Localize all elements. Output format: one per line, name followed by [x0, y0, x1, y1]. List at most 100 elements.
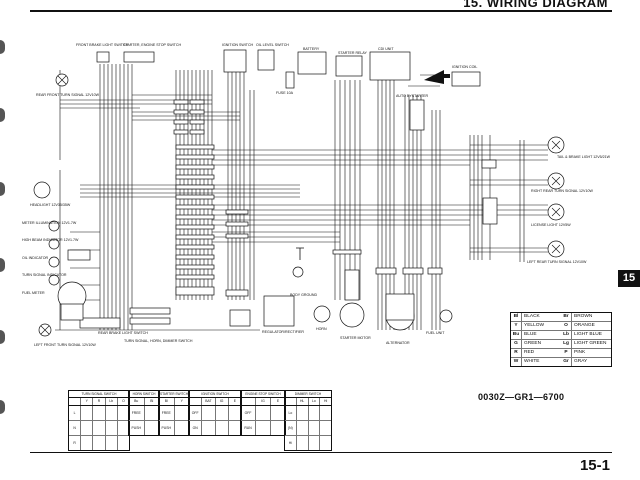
switch-row-cell: OFF [189, 406, 203, 420]
switch-row-cell: PUSH [129, 421, 145, 435]
legend-color-name: LIGHT GREEN [574, 341, 607, 346]
switch-row-cell [81, 436, 94, 450]
switch-header-cell: Lb [106, 398, 118, 405]
connector-blocks [79, 71, 498, 329]
switch-table-title: IGNITION SWITCH [189, 391, 241, 398]
switch-table-row: FREE [159, 406, 189, 421]
section-tab: 15 [618, 270, 640, 287]
legend-color-name: ORANGE [574, 323, 595, 328]
switch-row-cell: PUSH [159, 421, 175, 435]
switch-header-cell [69, 398, 82, 405]
label-starter-engine-stop: STARTER, ENGINE STOP SWITCH [123, 43, 181, 47]
legend-code: Bl [511, 313, 522, 321]
label-left-rear-turn: LEFT REAR TURN SIGNAL 12V10W [527, 260, 587, 264]
label-starter-motor: STARTER MOTOR [340, 336, 371, 340]
switch-row-cell: RUN [241, 421, 256, 435]
switch-header-cell [241, 398, 256, 405]
legend-color-name: BLUE [524, 332, 537, 337]
switch-row-cell: R [69, 436, 82, 450]
switch-row-cell [256, 421, 271, 435]
label-ignition-coil: IGNITION COIL [452, 65, 477, 69]
switch-row-cell [297, 406, 309, 420]
switch-row-cell [309, 406, 321, 420]
switch-row-cell [216, 421, 229, 435]
switch-table-row: N [69, 421, 129, 436]
switch-header-cell: HL [297, 398, 309, 405]
switch-header-cell: Bl [150, 399, 154, 403]
switch-header-cell: O [122, 399, 125, 403]
document-code: 0030Z—GR1—6700 [478, 392, 565, 402]
switch-row-cell [297, 421, 309, 435]
switch-header-cell: Lo [309, 398, 321, 405]
page-number: 15-1 [579, 457, 610, 474]
switch-row-cell [271, 421, 285, 435]
page-title: 15. WIRING DIAGRAM [463, 0, 608, 10]
label-meter-illum: METER ILLUMINATION 12V1.7W [22, 221, 77, 225]
horizontal-runs [55, 70, 548, 331]
legend-color-name: LIGHT BLUE [574, 332, 602, 337]
legend-code: R [511, 349, 522, 357]
switch-table-title: DIMMER SWITCH [285, 391, 331, 398]
switch-table-row: OFF [241, 406, 285, 421]
legend-color-name: GRAY [574, 359, 588, 364]
switch-row-cell: L [69, 406, 82, 420]
binder-hole [0, 400, 5, 414]
bottom-rule [30, 452, 612, 453]
label-fuse: FUSE 10A [276, 91, 294, 95]
label-horn: HORN [316, 327, 327, 331]
label-cdi: CDI UNIT [378, 47, 394, 51]
switch-row-cell [93, 436, 106, 450]
switch-table-title: HORN SWITCH [129, 391, 159, 398]
switch-table-row: ON [189, 421, 241, 435]
switch-header-cell [285, 398, 297, 405]
label-starter-relay: STARTER RELAY [338, 51, 368, 55]
label-license: LICENSE LIGHT 12V5W [531, 223, 571, 227]
legend-color-name: BLACK [524, 314, 540, 319]
label-oil-indicator: OIL INDICATOR [22, 256, 48, 260]
switch-row-cell: ON [189, 421, 203, 435]
legend-color-name: BROWN [574, 314, 593, 319]
switch-table-header: Bu Bl [129, 398, 159, 406]
switch-table-row: OFF [189, 406, 241, 421]
label-headlight: HEADLIGHT 12V35/35W [30, 203, 71, 207]
switch-header-cell [189, 398, 203, 405]
switch-row-cell [106, 406, 118, 420]
switch-header-cell: BAT [202, 398, 216, 405]
switch-row-cell [320, 406, 331, 420]
switch-row-cell [216, 406, 229, 420]
switch-row-cell: OFF [241, 406, 256, 420]
label-auto-bystarter: AUTO BYSTARTER [396, 94, 429, 98]
switch-row-cell [320, 436, 331, 450]
switch-header-cell: Bu [129, 398, 145, 405]
legend-code: W [511, 358, 522, 366]
lamp-filaments [40, 75, 561, 335]
legend-code: Gr [561, 358, 572, 366]
label-body-ground: BODY GROUND [290, 293, 317, 297]
switch-row-cell [175, 421, 190, 435]
label-battery: BATTERY [303, 47, 320, 51]
switch-header-cell: Y [81, 398, 94, 405]
legend-color-name: YELLOW [524, 323, 544, 328]
label-rear-brake: REAR BRAKE LIGHT SWITCH [98, 331, 148, 335]
legend-code: Br [561, 313, 572, 321]
legend-code: O [561, 322, 572, 330]
switch-row-cell [271, 406, 285, 420]
switch-row-cell [175, 406, 190, 420]
